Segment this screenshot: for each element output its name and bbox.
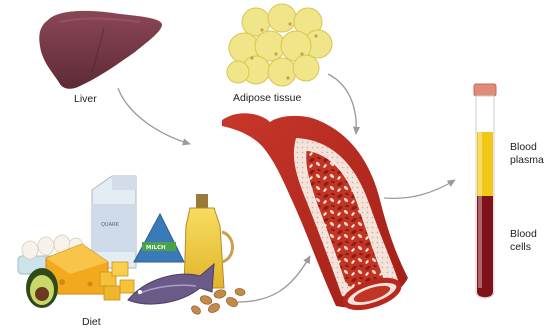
- diet-label: Diet: [82, 316, 101, 328]
- milk-pack: MILCH: [134, 214, 184, 262]
- blood-cells-label-line2: cells: [510, 241, 531, 253]
- blood-plasma-label-line1: Blood: [510, 141, 537, 153]
- quark-carton: QUARK: [92, 176, 136, 268]
- arrow-adipose-to-vessel: [328, 74, 356, 134]
- adipose-tissue-illustration: [227, 4, 332, 86]
- arrow-liver-to-vessel: [118, 88, 190, 144]
- arrow-vessel-to-tube: [384, 180, 455, 198]
- blood-plasma-label-line2: plasma: [510, 154, 544, 166]
- carton-label: QUARK: [101, 222, 119, 228]
- liver-label: Liver: [74, 93, 97, 105]
- avocado: [26, 268, 58, 308]
- milk-label: MILCH: [146, 245, 166, 251]
- blood-vessel-illustration: [222, 113, 408, 313]
- blood-tube-illustration: [474, 84, 496, 298]
- nuts: [190, 288, 246, 316]
- diet-foods-illustration: QUARK MILCH: [18, 176, 246, 316]
- arrow-diet-to-vessel: [238, 256, 310, 302]
- blood-cells-label-line1: Blood: [510, 228, 537, 240]
- liver-illustration: [39, 11, 162, 89]
- adipose-tissue-label: Adipose tissue: [233, 92, 301, 104]
